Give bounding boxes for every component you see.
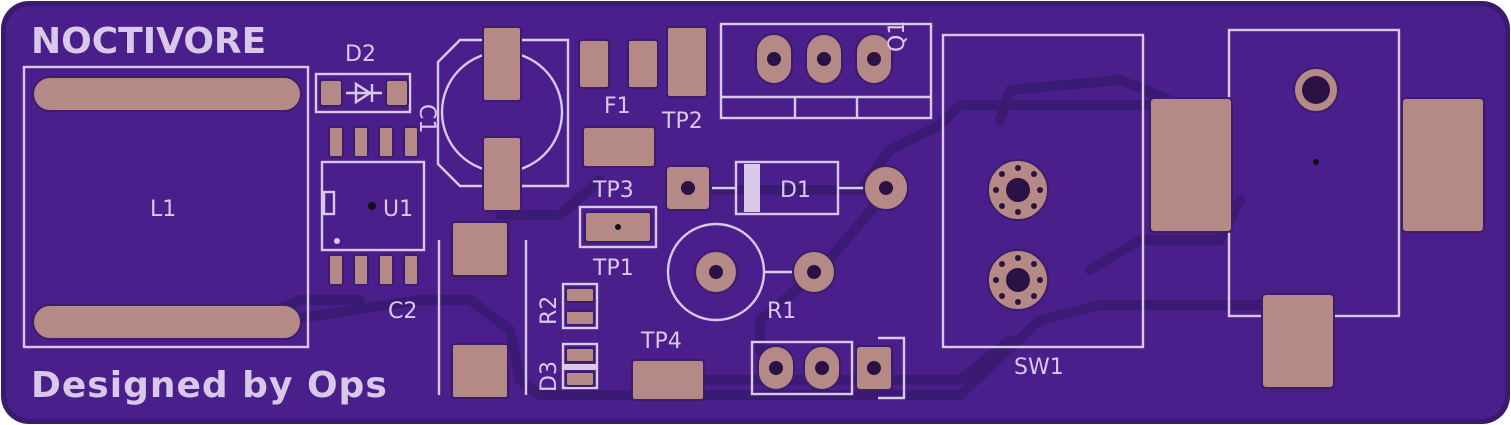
capacitor-C2: C2 — [388, 221, 528, 399]
u1-pins-top — [328, 126, 419, 158]
testpoint-TP1: TP1 — [578, 205, 658, 281]
resistor-R2: R2 — [537, 282, 599, 330]
power-jack — [1149, 28, 1485, 389]
header-3pin — [750, 336, 906, 400]
board-title: NOCTIVORE — [31, 21, 266, 62]
testpoint-TP2: TP2 — [661, 26, 708, 134]
switch-SW1: SW1 — [941, 33, 1145, 380]
label-D3: D3 — [537, 361, 562, 392]
label-D1: D1 — [780, 178, 811, 203]
label-D2: D2 — [345, 42, 376, 67]
board-credit: Designed by Ops — [31, 365, 388, 406]
sw1-via-ring-bottom — [993, 255, 1043, 305]
diode-D1: D1 — [665, 160, 909, 216]
diode-D2: D2 — [314, 42, 412, 114]
label-TP4: TP4 — [640, 329, 682, 354]
capacitor-electrolytic — [436, 26, 570, 212]
ic-U1: U1 — [320, 126, 426, 286]
label-Q1: Q1 — [885, 21, 910, 52]
testpoint-TP4: TP4 — [631, 329, 705, 401]
fuse-F1: F1 — [578, 39, 659, 119]
testpoint-TP3: TP3 — [582, 126, 656, 203]
label-TP1: TP1 — [592, 256, 634, 281]
label-R1: R1 — [767, 299, 796, 324]
l1-pad-bottom — [32, 304, 302, 340]
diode-symbol-icon — [346, 81, 382, 105]
inductor-L1: L1 — [22, 65, 310, 349]
transistor-Q1: Q1 — [719, 21, 933, 120]
label-TP3: TP3 — [592, 178, 634, 203]
label-TP2: TP2 — [661, 109, 703, 134]
sw1-via-ring-top — [993, 165, 1043, 215]
l1-pad-top — [32, 76, 302, 112]
label-SW1: SW1 — [1014, 355, 1064, 380]
label-R2: R2 — [537, 296, 562, 325]
label-U1: U1 — [383, 197, 413, 222]
label-L1: L1 — [150, 197, 176, 222]
label-F1: F1 — [604, 94, 631, 119]
label-C2: C2 — [388, 299, 417, 324]
resistor-R1: R1 — [666, 222, 836, 324]
copper-traces — [225, 75, 1265, 400]
u1-pins-bottom — [328, 254, 419, 286]
diode-D3: D3 — [537, 342, 599, 392]
